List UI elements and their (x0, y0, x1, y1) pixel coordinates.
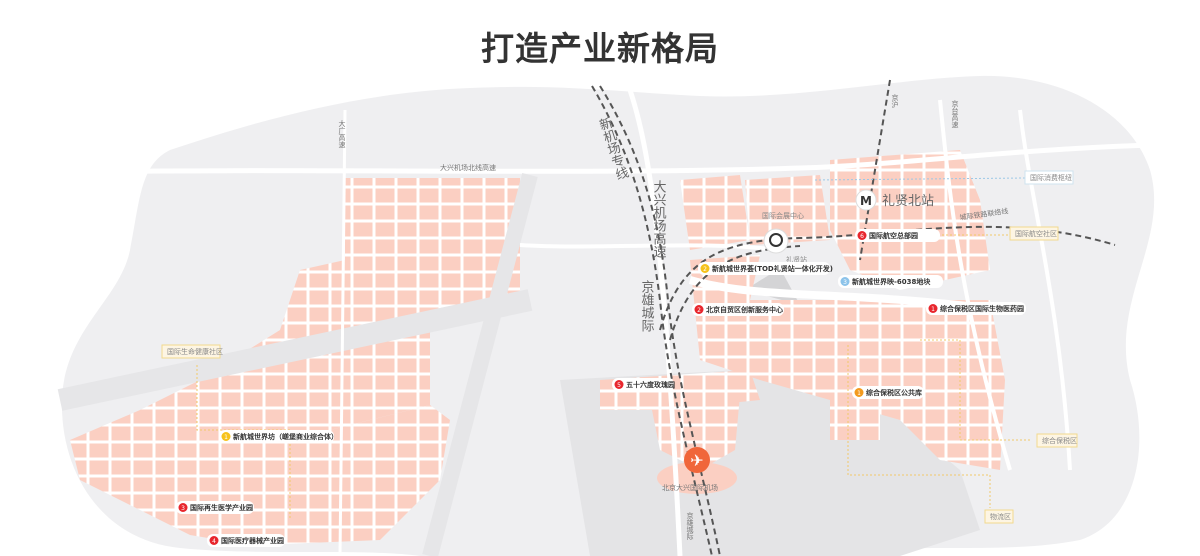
zone-consumption[interactable]: 国际消费枢纽 (1024, 170, 1074, 185)
pin-world-fang[interactable]: 1 新航城世界坊（嵯堡商业综合体） (219, 430, 338, 443)
pin-aviation-hq[interactable]: 6 国际航空总部园 (855, 229, 940, 242)
airport-marker[interactable]: ✈ 北京大兴国际机场 (662, 447, 718, 492)
label-text: 物流区 (990, 512, 1011, 521)
pin-number: 3 (181, 505, 185, 512)
road-label-north-line: 大兴机场北线高速 (440, 163, 496, 172)
page-title: 打造产业新格局 (481, 29, 719, 68)
pin-ftz-service-center[interactable]: 2 北京自贸区创新服务中心 (692, 303, 784, 316)
road-label-jingxiong-south: 京雄城际 (686, 511, 694, 541)
pin-biomed-park[interactable]: 1 综合保税区国际生物医药园 (926, 302, 1026, 315)
label-text: 新航城世界坊（嵯堡商业综合体） (233, 432, 338, 441)
road-label-airport-highway: 大兴机场高速 (651, 180, 667, 258)
lixian-station[interactable]: 礼贤站 (763, 228, 807, 264)
label-text: 综合保税区 (1042, 436, 1077, 445)
airplane-icon: ✈ (690, 451, 703, 470)
pin-number: 1 (857, 390, 861, 397)
pin-regen-medicine[interactable]: 3 国际再生医学产业园 (176, 501, 254, 514)
zone-life-health[interactable]: 国际生命健康社区 (161, 344, 223, 359)
zone-bonded[interactable]: 综合保税区 (1036, 433, 1078, 448)
pin-number: 4 (212, 538, 216, 545)
zone-logistics[interactable]: 物流区 (984, 509, 1014, 524)
label-text: 国际航空社区 (1015, 229, 1057, 238)
pin-rose-garden[interactable]: 5 五十六度玫瑰园 (612, 378, 675, 391)
label-text: 国际再生医学产业园 (190, 503, 253, 512)
zone-leaders (196, 177, 1030, 520)
road-label-jingtai: 京台高速 (951, 99, 959, 129)
metro-icon: M (860, 194, 872, 208)
pin-medical-devices[interactable]: 4 国际医疗器械产业园 (207, 534, 285, 547)
pin-number: 1 (931, 306, 935, 313)
label-text: 综合保税区公共库 (866, 388, 922, 397)
label-text: 新航城世界映-6038地块 (852, 277, 931, 286)
pin-number: 3 (843, 279, 847, 286)
label-text: 北京自贸区创新服务中心 (706, 305, 783, 314)
pin-number: 5 (617, 382, 621, 389)
pin-world-view-6038[interactable]: 3 新航城世界映-6038地块 (838, 275, 943, 288)
roads (57, 89, 1151, 556)
lixian-north-label: 礼贤北站 (882, 193, 934, 209)
railway-station-icon (769, 233, 783, 247)
pin-number: 6 (860, 233, 864, 240)
label-text: 国际医疗器械产业园 (221, 536, 284, 545)
label-text: 五十六度玫瑰园 (626, 380, 675, 389)
road-label-jingxiong: 京雄城际 (639, 280, 655, 333)
road-label-jinghu: 京沪 (891, 93, 899, 109)
pin-number: 1 (224, 434, 228, 441)
label-text: 综合保税区国际生物医药园 (940, 304, 1024, 313)
label-text: 新航城世界荟(TOD礼贤站一体化开发) (712, 264, 833, 273)
airport-label: 北京大兴国际机场 (662, 483, 718, 492)
lixian-label: 礼贤站 (786, 255, 807, 264)
label-text: 国际航空总部园 (869, 231, 918, 240)
expo-center-label: 国际会展中心 (762, 211, 804, 220)
label-text: 国际消费枢纽 (1030, 173, 1072, 182)
lixian-north-station[interactable]: M 礼贤北站 (855, 189, 934, 211)
pin-number: 2 (703, 266, 707, 273)
label-text: 国际生命健康社区 (167, 347, 223, 356)
road-label-daguang: 大广高速 (338, 119, 346, 149)
pin-number: 2 (697, 307, 701, 314)
pin-public-warehouse[interactable]: 1 综合保税区公共库 (852, 386, 924, 399)
zone-aviation[interactable]: 国际航空社区 (1009, 226, 1059, 241)
pin-world-hub-tod[interactable]: 2 新航城世界荟(TOD礼贤站一体化开发) (698, 262, 833, 275)
